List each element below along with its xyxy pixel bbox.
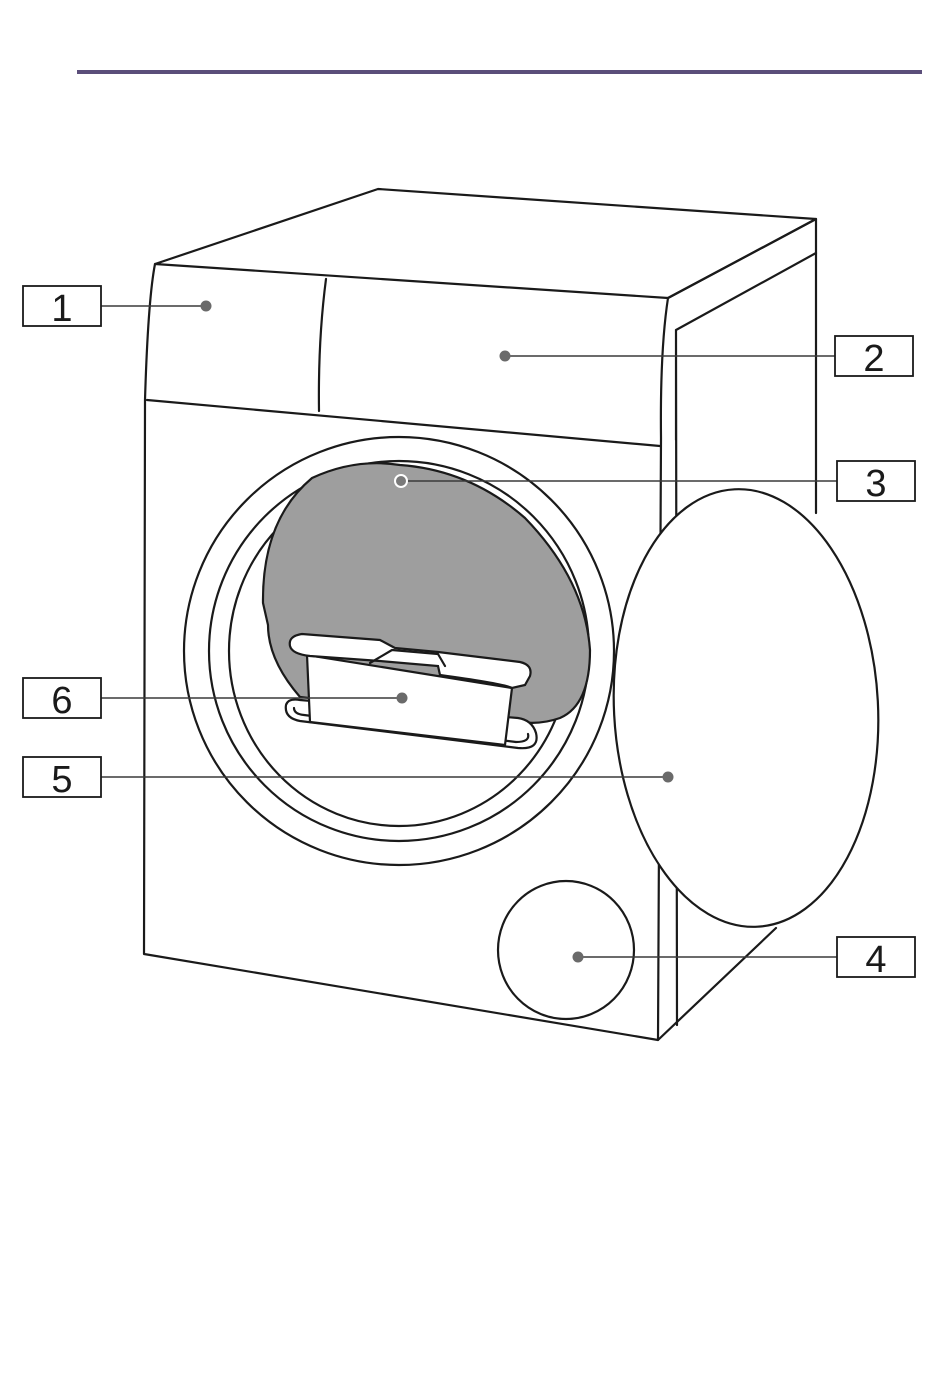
- label-number: 5: [51, 759, 72, 801]
- leader-dot: [663, 772, 674, 783]
- leader-dot: [201, 301, 212, 312]
- leader-dot: [395, 475, 407, 487]
- label-number: 4: [865, 939, 886, 981]
- side-face: [668, 219, 816, 513]
- callout-1: 1: [23, 286, 212, 330]
- side-bottom: [658, 928, 776, 1040]
- top-face: [155, 189, 816, 298]
- panel-divider: [147, 400, 660, 446]
- callout-5: 5: [23, 757, 674, 801]
- label-number: 1: [51, 288, 72, 330]
- label-number: 6: [51, 680, 72, 722]
- panel-seam: [319, 279, 326, 411]
- label-number: 3: [865, 463, 886, 505]
- callout-2: 2: [500, 336, 914, 380]
- leader-dot: [500, 351, 511, 362]
- door-shape: [603, 482, 890, 933]
- leader-dot: [573, 952, 584, 963]
- label-number: 2: [863, 338, 884, 380]
- leader-dot: [397, 693, 408, 704]
- header-rule: [77, 70, 922, 74]
- heat-exchanger-cover-shape: [498, 881, 634, 1019]
